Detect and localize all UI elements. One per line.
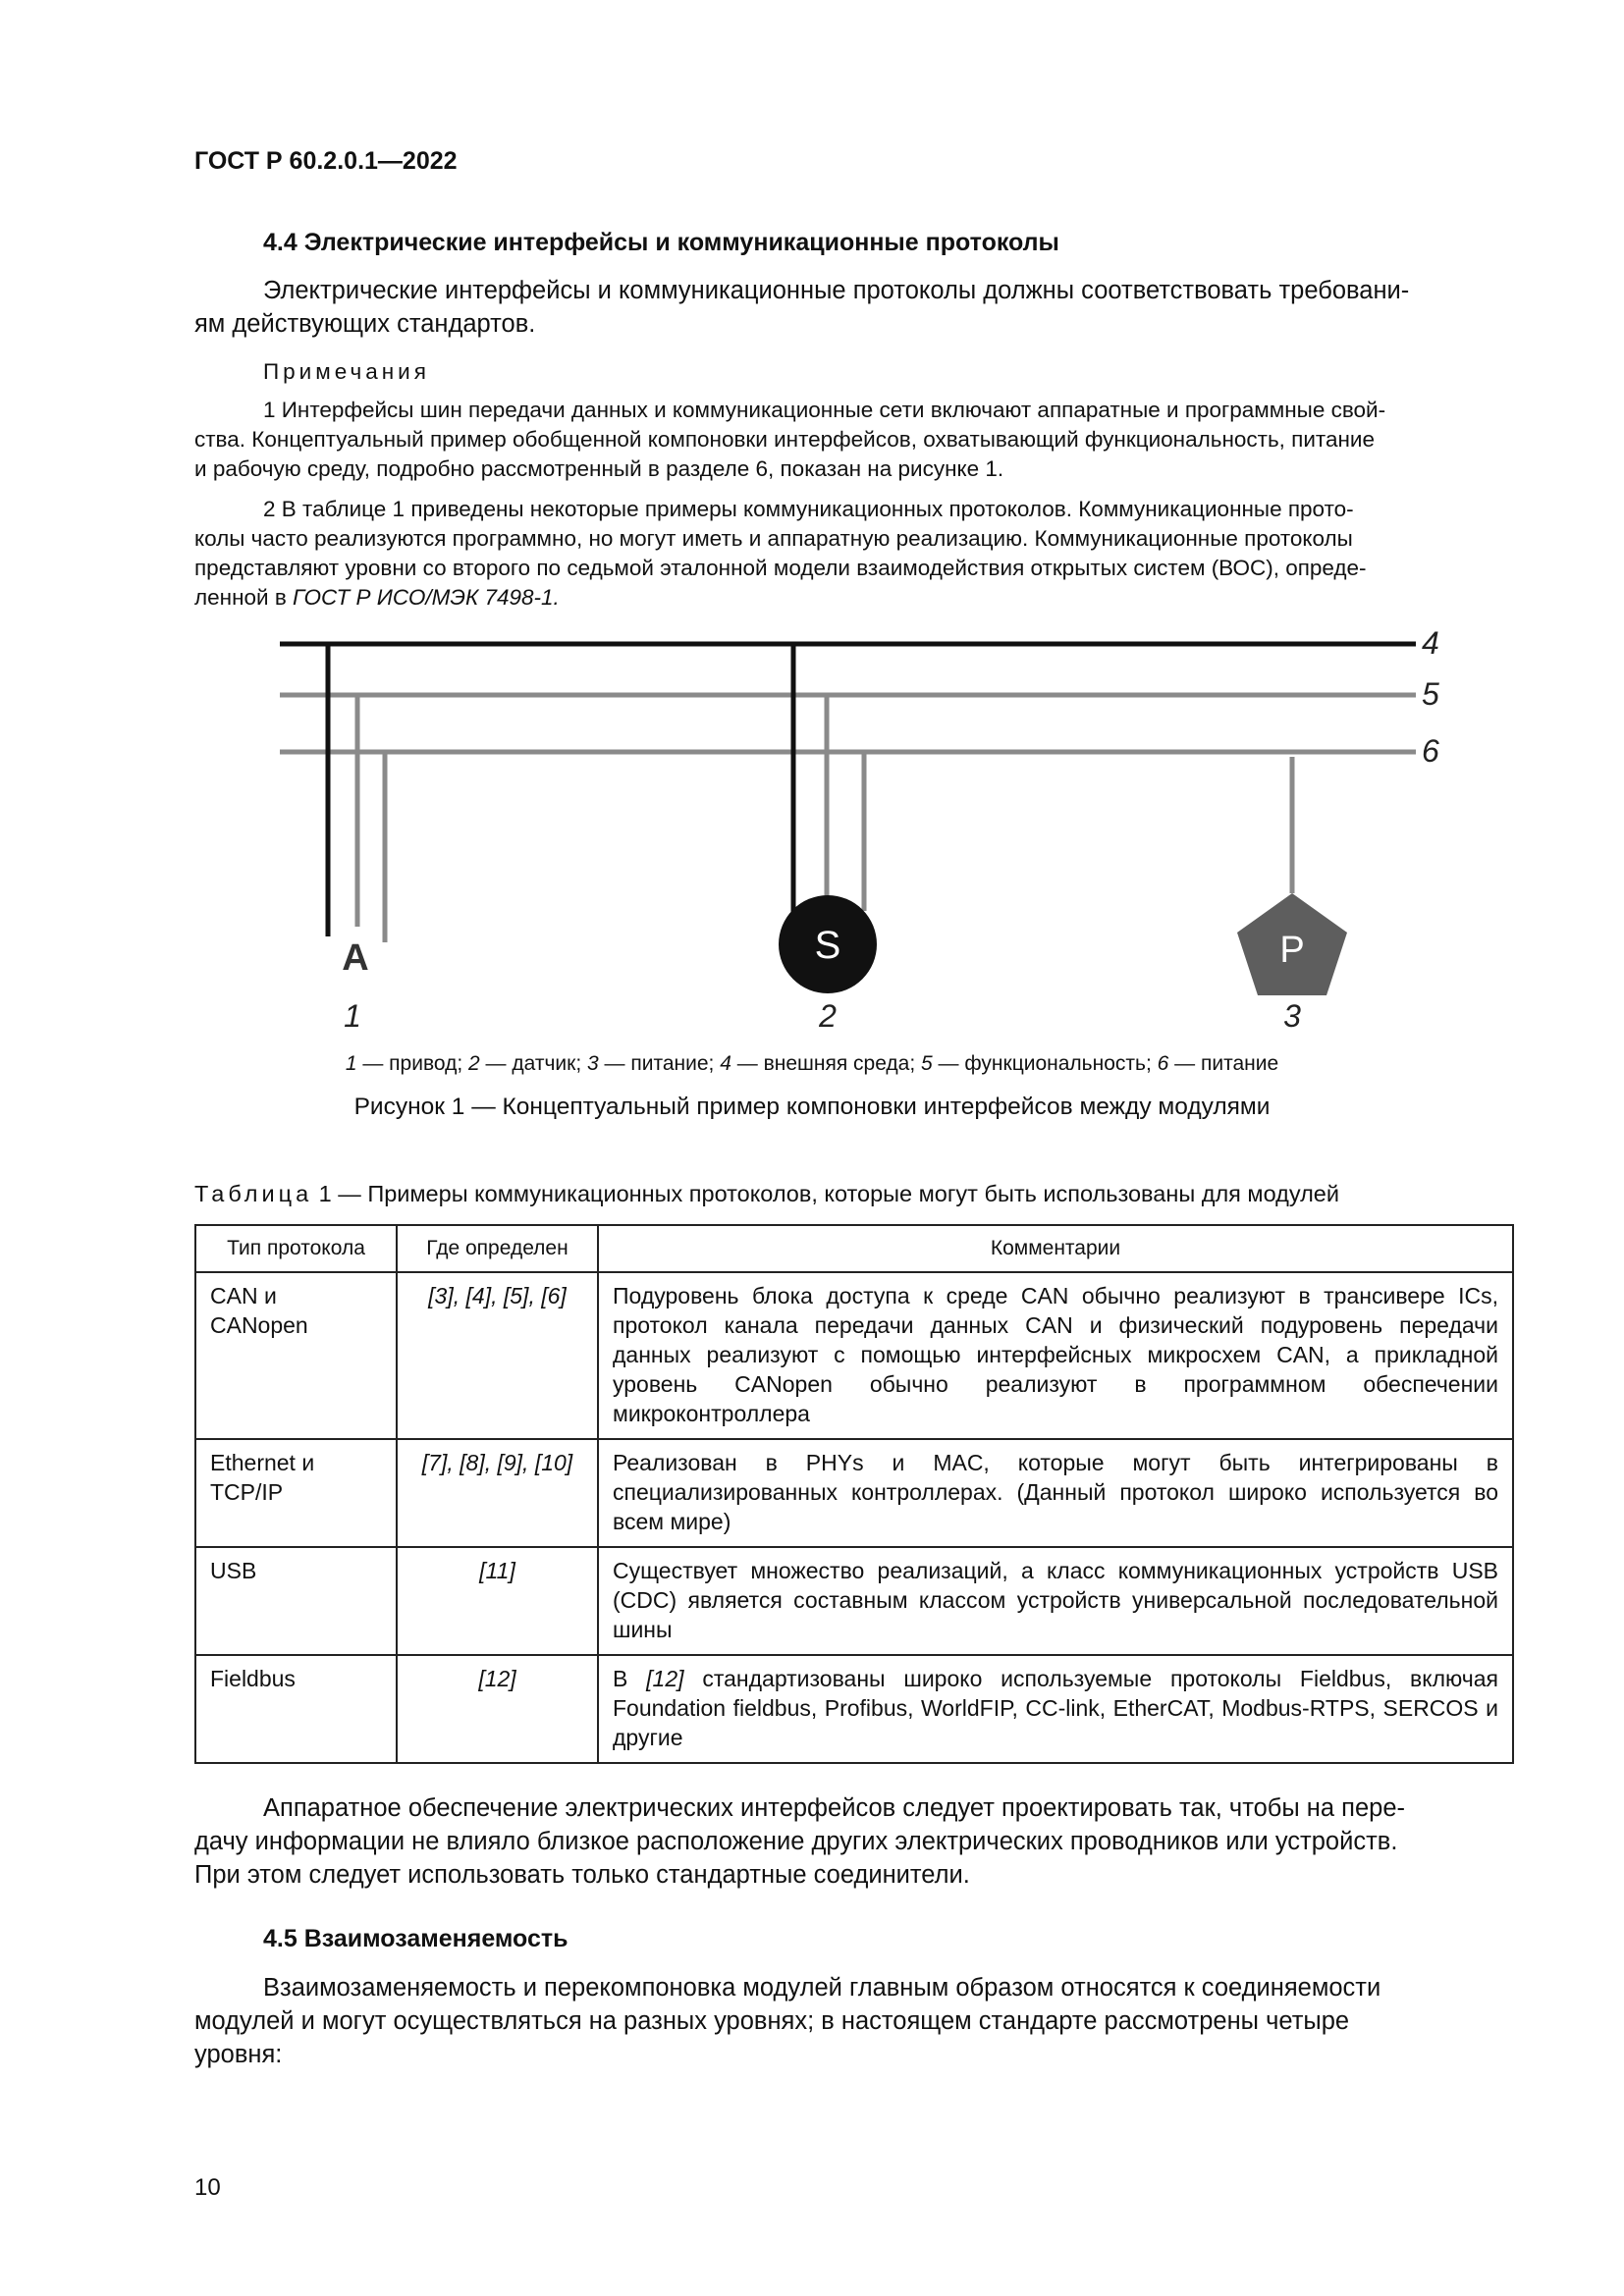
module-s-letter: S — [815, 924, 841, 967]
legend-text-6: — питание — [1168, 1052, 1279, 1075]
header-defined: Где определен — [396, 1224, 599, 1273]
header-type: Тип протокола — [194, 1224, 398, 1273]
row-fieldbus-defined: [12] — [396, 1654, 599, 1764]
intro-line-1: Электрические интерфейсы и коммуникацион… — [263, 277, 1410, 304]
line-label-5: 5 — [1422, 676, 1439, 712]
line-label-4: 4 — [1422, 625, 1439, 661]
hardware-line-2: дачу информации не влияло близкое распол… — [194, 1828, 1398, 1855]
module-a-letter: A — [342, 937, 368, 979]
page-number: 10 — [194, 2174, 221, 2201]
table-title-word: Таблица — [194, 1181, 313, 1206]
table-row: CAN и CANopen [3], [4], [5], [6] Подурове… — [194, 1271, 1514, 1440]
note-1: 1 Интерфейсы шин передачи данных и комму… — [194, 396, 1512, 484]
module-number-2: 2 — [818, 998, 837, 1034]
legend-num-5: 5 — [921, 1052, 933, 1075]
type-line-2: CANopen — [210, 1312, 308, 1338]
note-1-line-2: ства. Концептуальный пример обобщенной к… — [194, 427, 1376, 452]
note-2-line-4-text: ленной в — [194, 585, 294, 610]
legend-text-1: — привод; — [356, 1052, 469, 1075]
header-comments: Комментарии — [597, 1224, 1514, 1273]
notes-block: Примечания — [194, 359, 1512, 385]
interchange-line-2: модулей и могут осуществляться на разных… — [194, 2007, 1350, 2035]
legend-num-3: 3 — [587, 1052, 599, 1075]
table-row: USB [11] Существует множество реализаций… — [194, 1546, 1514, 1656]
type-line-1: CAN и — [210, 1283, 277, 1308]
section-4-5-heading: 4.5 Взаимозаменяемость — [263, 1925, 568, 1952]
legend-num-4: 4 — [720, 1052, 731, 1075]
type-line-2: TCP/IP — [210, 1479, 284, 1505]
note-2-line-3: представляют уровни со второго по седьмо… — [194, 556, 1367, 580]
table-row: Fieldbus [12] В [12] стандартизованы шир… — [194, 1654, 1514, 1764]
row-can-type: CAN и CANopen — [194, 1271, 398, 1440]
figure-caption: Рисунок 1 — Концептуальный пример компон… — [353, 1094, 1271, 1120]
section-4-5: 4.5 Взаимозаменяемость — [194, 1925, 1512, 1953]
row-can-comment: Подуровень блока доступа к среде CAN обы… — [597, 1271, 1514, 1440]
legend-num-6: 6 — [1157, 1052, 1169, 1075]
note-2-line-1: 2 В таблице 1 приведены некоторые пример… — [263, 497, 1354, 521]
module-p-letter: P — [1279, 930, 1304, 971]
legend-text-2: — датчик; — [479, 1052, 588, 1075]
legend-text-3: — питание; — [598, 1052, 721, 1075]
row-ethernet-comment: Реализован в PHYs и MAC, которые могут б… — [597, 1438, 1514, 1548]
section-4-5-body: Взаимозаменяемость и перекомпоновка моду… — [194, 1971, 1512, 2071]
fieldbus-comment-text: стандартизованы широко используемые прот… — [613, 1666, 1498, 1750]
note-1-line-1: 1 Интерфейсы шин передачи данных и комму… — [263, 398, 1386, 422]
row-ethernet-defined: [7], [8], [9], [10] — [396, 1438, 599, 1548]
table-row: Ethernet и TCP/IP [7], [8], [9], [10] Реа… — [194, 1438, 1514, 1548]
interchange-line-1: Взаимозаменяемость и перекомпоновка моду… — [263, 1974, 1381, 2002]
hardware-line-1: Аппаратное обеспечение электрических инт… — [263, 1794, 1405, 1822]
section-4-4-heading: 4.4 Электрические интерфейсы и коммуника… — [263, 229, 1059, 256]
row-fieldbus-type: Fieldbus — [194, 1654, 398, 1764]
standard-code: ГОСТ Р 60.2.0.1—2022 — [194, 147, 458, 175]
type-line-1: Ethernet и — [210, 1450, 315, 1475]
legend-text-4: — внешняя среда; — [731, 1052, 922, 1075]
note-2-line-4: ленной в ГОСТ Р ИСО/МЭК 7498-1. — [194, 583, 1512, 613]
interchange-line-3: уровня: — [194, 2041, 283, 2068]
row-usb-comment: Существует множество реализаций, а класс… — [597, 1546, 1514, 1656]
intro-line-2: ям действующих стандартов. — [194, 310, 536, 338]
row-can-defined: [3], [4], [5], [6] — [396, 1271, 599, 1440]
row-usb-type: USB — [194, 1546, 398, 1656]
module-number-1: 1 — [344, 998, 361, 1034]
interface-diagram: A S P 4 5 6 1 2 3 — [280, 625, 1439, 1034]
sensor-circle — [779, 895, 877, 993]
gost-reference: ГОСТ Р ИСО/МЭК 7498-1. — [293, 585, 560, 610]
legend-text-5: — функциональность; — [932, 1052, 1158, 1075]
protocols-table: Тип протокола Где определен Комментарии … — [194, 1224, 1514, 1764]
section-4-4-intro: Электрические интерфейсы и коммуникацион… — [194, 274, 1512, 341]
table-header-row: Тип протокола Где определен Комментарии — [194, 1224, 1514, 1273]
line-label-6: 6 — [1422, 733, 1439, 769]
hardware-line-3: При этом следует использовать только ста… — [194, 1861, 970, 1889]
section-4-4: 4.4 Электрические интерфейсы и коммуника… — [194, 229, 1512, 257]
fieldbus-reference: [12] — [646, 1666, 684, 1691]
table-title-text: 1 — Примеры коммуникационных протоколов,… — [312, 1181, 1339, 1206]
module-number-3: 3 — [1283, 998, 1301, 1034]
fieldbus-comment-prefix: В — [613, 1666, 647, 1691]
legend-num-1: 1 — [345, 1052, 357, 1075]
row-usb-defined: [11] — [396, 1546, 599, 1656]
note-1-line-3: и рабочую среду, подробно рассмотренный … — [194, 456, 1004, 481]
table-title: Таблица 1 — Примеры коммуникационных про… — [194, 1181, 1339, 1207]
note-2: 2 В таблице 1 приведены некоторые пример… — [194, 495, 1512, 613]
note-2-line-2: колы часто реализуются программно, но мо… — [194, 526, 1353, 551]
figure-legend: 1 — привод; 2 — датчик; 3 — питание; 4 —… — [0, 1052, 1624, 1076]
notes-title: Примечания — [263, 359, 430, 384]
row-ethernet-type: Ethernet и TCP/IP — [194, 1438, 398, 1548]
power-pentagon — [1237, 893, 1347, 995]
hardware-paragraph: Аппаратное обеспечение электрических инт… — [194, 1791, 1512, 1892]
legend-num-2: 2 — [468, 1052, 480, 1075]
row-fieldbus-comment: В [12] стандартизованы широко используем… — [597, 1654, 1514, 1764]
